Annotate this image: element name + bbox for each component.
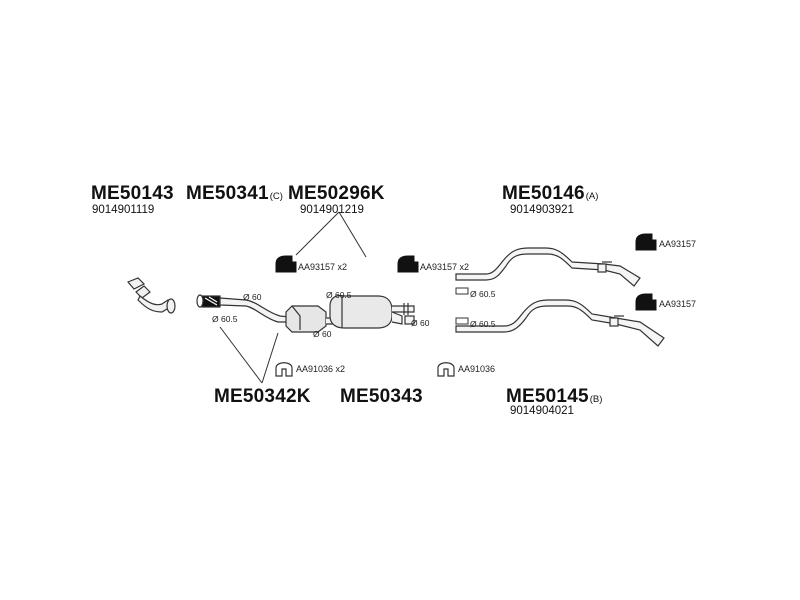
front-downpipe bbox=[126, 277, 176, 314]
part-number-me50143: 9014901119 bbox=[92, 204, 155, 216]
diameter-label-4: Ø 60 bbox=[313, 329, 332, 339]
hanger-label-right-top: AA93157 bbox=[659, 239, 697, 249]
part-suffix-me50146: (A) bbox=[585, 191, 599, 202]
part-code-me50343: ME50343 bbox=[340, 386, 423, 407]
part-code-me50145: ME50145 bbox=[506, 386, 589, 407]
clamp-label-left: AA91036 x2 bbox=[296, 364, 346, 374]
part-code-me50342k: ME50342K bbox=[214, 386, 311, 407]
diameter-label-1: Ø 60 bbox=[243, 292, 262, 302]
diameter-label-6: Ø 60.5 bbox=[470, 289, 496, 299]
hanger-icons bbox=[275, 233, 657, 311]
part-number-me50145: 9014904021 bbox=[510, 405, 574, 417]
hanger-icon-right-bottom bbox=[635, 293, 657, 311]
diameter-label-2: Ø 60.5 bbox=[212, 314, 238, 324]
hanger-label-right-bottom: AA93157 bbox=[659, 299, 697, 309]
hanger-label-left: AA93157 x2 bbox=[298, 262, 348, 272]
diameter-label-7: Ø 60.5 bbox=[470, 319, 496, 329]
part-number-me50296k: 9014901219 bbox=[300, 204, 364, 216]
diameter-label-5: Ø 60 bbox=[411, 318, 430, 328]
hanger-icon-mid bbox=[397, 255, 419, 273]
diameter-markers bbox=[455, 287, 469, 325]
part-suffix-me50145: (B) bbox=[589, 394, 603, 405]
rear-pipe-a bbox=[455, 247, 641, 287]
part-label-me50341: ME50341(C) bbox=[186, 183, 283, 205]
part-code-me50341: ME50341 bbox=[186, 183, 269, 204]
hanger-label-mid: AA93157 x2 bbox=[420, 262, 470, 272]
part-code-me50146: ME50146 bbox=[502, 183, 585, 204]
part-label-me50145: ME50145(B) bbox=[506, 386, 602, 408]
rear-pipe-b bbox=[455, 299, 665, 347]
clamp-icons bbox=[275, 362, 455, 377]
clamp-icon-left bbox=[275, 362, 293, 377]
diameter-label-3: Ø 60.5 bbox=[326, 290, 352, 300]
part-number-me50146: 9014903921 bbox=[510, 204, 574, 216]
hanger-icon-left bbox=[275, 255, 297, 273]
part-code-me50143: ME50143 bbox=[91, 183, 174, 204]
leader-lines bbox=[219, 211, 367, 384]
clamp-icon-mid bbox=[437, 362, 455, 377]
part-label-me50146: ME50146(A) bbox=[502, 183, 598, 205]
clamp-label-mid: AA91036 bbox=[458, 364, 496, 374]
centre-muffler bbox=[329, 294, 415, 329]
part-code-me50296k: ME50296K bbox=[288, 183, 385, 204]
hanger-icon-right-top bbox=[635, 233, 657, 251]
part-suffix-me50341: (C) bbox=[269, 191, 283, 202]
